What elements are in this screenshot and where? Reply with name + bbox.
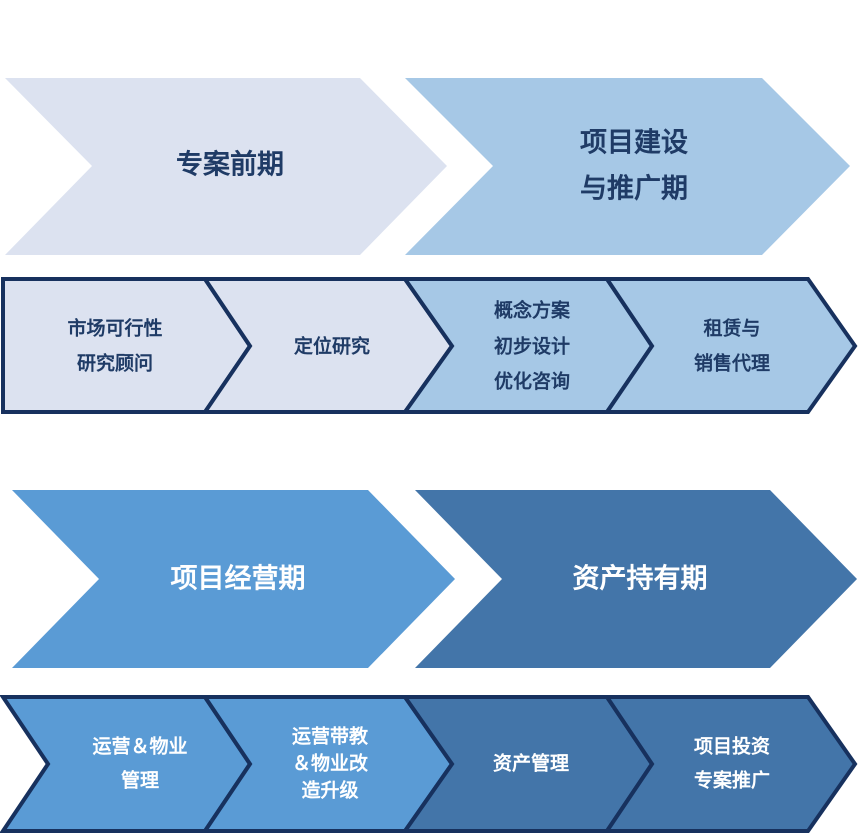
services-row-2: 运营＆物业 管理 运营带教 ＆物业改 造升级 资产管理 项目投资 专案推广 xyxy=(0,695,858,833)
stage-chevron xyxy=(415,490,857,668)
service-label: 销售代理 xyxy=(694,352,770,375)
stage-label: 项目经营期 xyxy=(171,563,306,595)
service-segment xyxy=(1,277,253,414)
services-row-1: 市场可行性 研究顾问 定位研究 概念方案 初步设计 优化咨询 租赁与 销售代理 xyxy=(1,277,858,414)
service-label: 优化咨询 xyxy=(494,370,570,393)
service-label: ＆物业改 xyxy=(292,752,369,775)
service-segment xyxy=(603,695,858,833)
stage-construction-promotion: 项目建设 与推广期 xyxy=(405,78,850,255)
service-label: 研究顾问 xyxy=(77,352,153,375)
service-label: 定位研究 xyxy=(294,335,370,358)
stage-label: 与推广期 xyxy=(580,174,688,205)
stage-pre-project: 专案前期 xyxy=(5,78,447,255)
service-label: 初步设计 xyxy=(494,335,570,358)
service-label: 概念方案 xyxy=(494,299,571,322)
stage-label: 专案前期 xyxy=(176,149,284,181)
service-segment xyxy=(0,695,253,833)
service-label: 造升级 xyxy=(301,779,358,802)
stage-label: 资产持有期 xyxy=(573,564,708,595)
service-segment xyxy=(603,277,858,414)
stage-operation: 项目经营期 xyxy=(12,490,455,668)
service-label: 项目投资 xyxy=(694,735,770,758)
service-label: 资产管理 xyxy=(493,752,569,775)
service-label: 租赁与 xyxy=(703,317,760,340)
service-label: 运营＆物业 xyxy=(92,735,187,758)
stage-label: 项目建设 xyxy=(580,128,688,159)
service-label: 运营带教 xyxy=(292,725,369,748)
stage-chevron xyxy=(405,78,850,255)
service-label: 专案推广 xyxy=(694,769,770,792)
service-label: 市场可行性 xyxy=(67,317,162,340)
stage-chevron xyxy=(5,78,447,255)
stage-chevron xyxy=(12,490,455,668)
stage-asset-holding: 资产持有期 xyxy=(415,490,857,668)
service-label: 管理 xyxy=(121,769,159,792)
